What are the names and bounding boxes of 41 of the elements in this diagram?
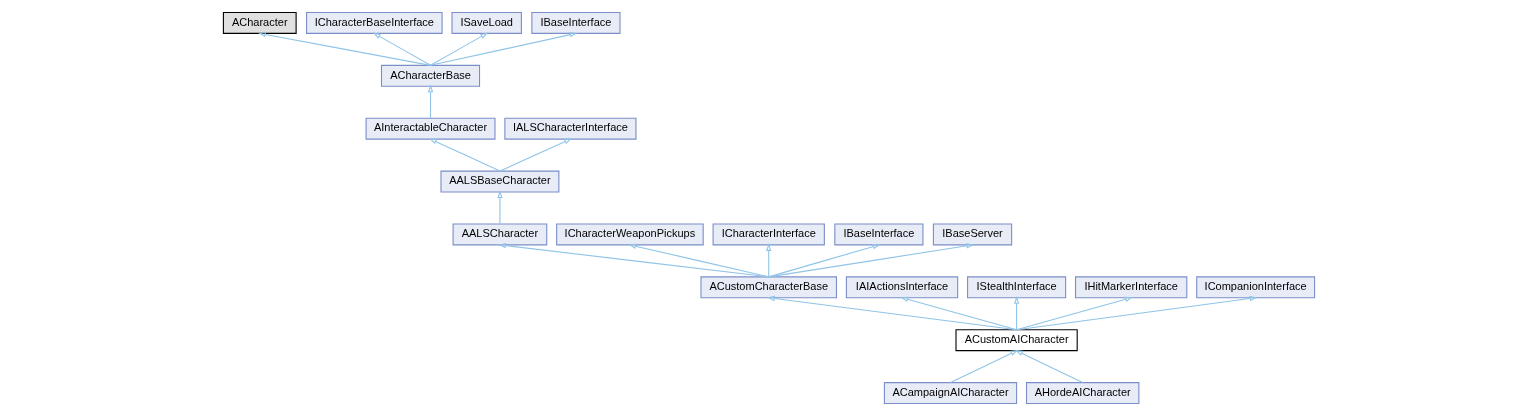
arrow bbox=[258, 31, 432, 66]
arrow bbox=[497, 190, 503, 225]
arrow bbox=[1013, 296, 1020, 331]
node-box: ACharacterBase bbox=[380, 64, 481, 87]
arrow bbox=[767, 295, 1018, 331]
node-box: ACustomCharacterBase bbox=[700, 276, 838, 299]
arrow bbox=[1016, 295, 1258, 331]
node-box: IStealthInterface bbox=[967, 276, 1067, 299]
node-box: IBaseInterface bbox=[834, 223, 924, 246]
node-box: ISaveLoad bbox=[451, 11, 522, 34]
arrow bbox=[429, 32, 578, 66]
node-box: AHordeAICharacter bbox=[1025, 382, 1140, 405]
node-box: ACustomAICharacter bbox=[955, 329, 1078, 352]
node-box: AALSCharacter bbox=[452, 223, 548, 246]
arrow bbox=[1015, 349, 1084, 384]
arrow bbox=[628, 243, 770, 278]
node-box: AALSBaseCharacter bbox=[440, 170, 560, 193]
node-box: ACharacter bbox=[222, 11, 297, 34]
arrow bbox=[429, 138, 501, 172]
arrow bbox=[429, 32, 489, 66]
arrow bbox=[498, 242, 770, 278]
arrow bbox=[427, 84, 434, 119]
arrow bbox=[768, 243, 975, 278]
node-box: ACampaignAICharacter bbox=[883, 382, 1018, 405]
arrow bbox=[1016, 296, 1133, 331]
node-box: IAIActionsInterface bbox=[845, 276, 959, 299]
node-box: IBaseServer bbox=[932, 223, 1013, 246]
node-box: ICharacterBaseInterface bbox=[306, 11, 443, 34]
node-box: ICompanionInterface bbox=[1196, 276, 1316, 299]
arrow bbox=[900, 296, 1018, 331]
arrow bbox=[372, 32, 432, 66]
arrow bbox=[768, 244, 881, 278]
arrow bbox=[949, 349, 1019, 384]
node-box: ICharacterInterface bbox=[712, 223, 825, 246]
arrow bbox=[766, 243, 772, 278]
node-box: IBaseInterface bbox=[531, 11, 621, 34]
node-box: IHitMarkerInterface bbox=[1075, 276, 1188, 299]
node-box: IALSCharacterInterface bbox=[504, 117, 637, 140]
node-box: ICharacterWeaponPickups bbox=[556, 223, 704, 246]
node-box: AInteractableCharacter bbox=[365, 117, 496, 140]
arrow bbox=[499, 138, 572, 172]
